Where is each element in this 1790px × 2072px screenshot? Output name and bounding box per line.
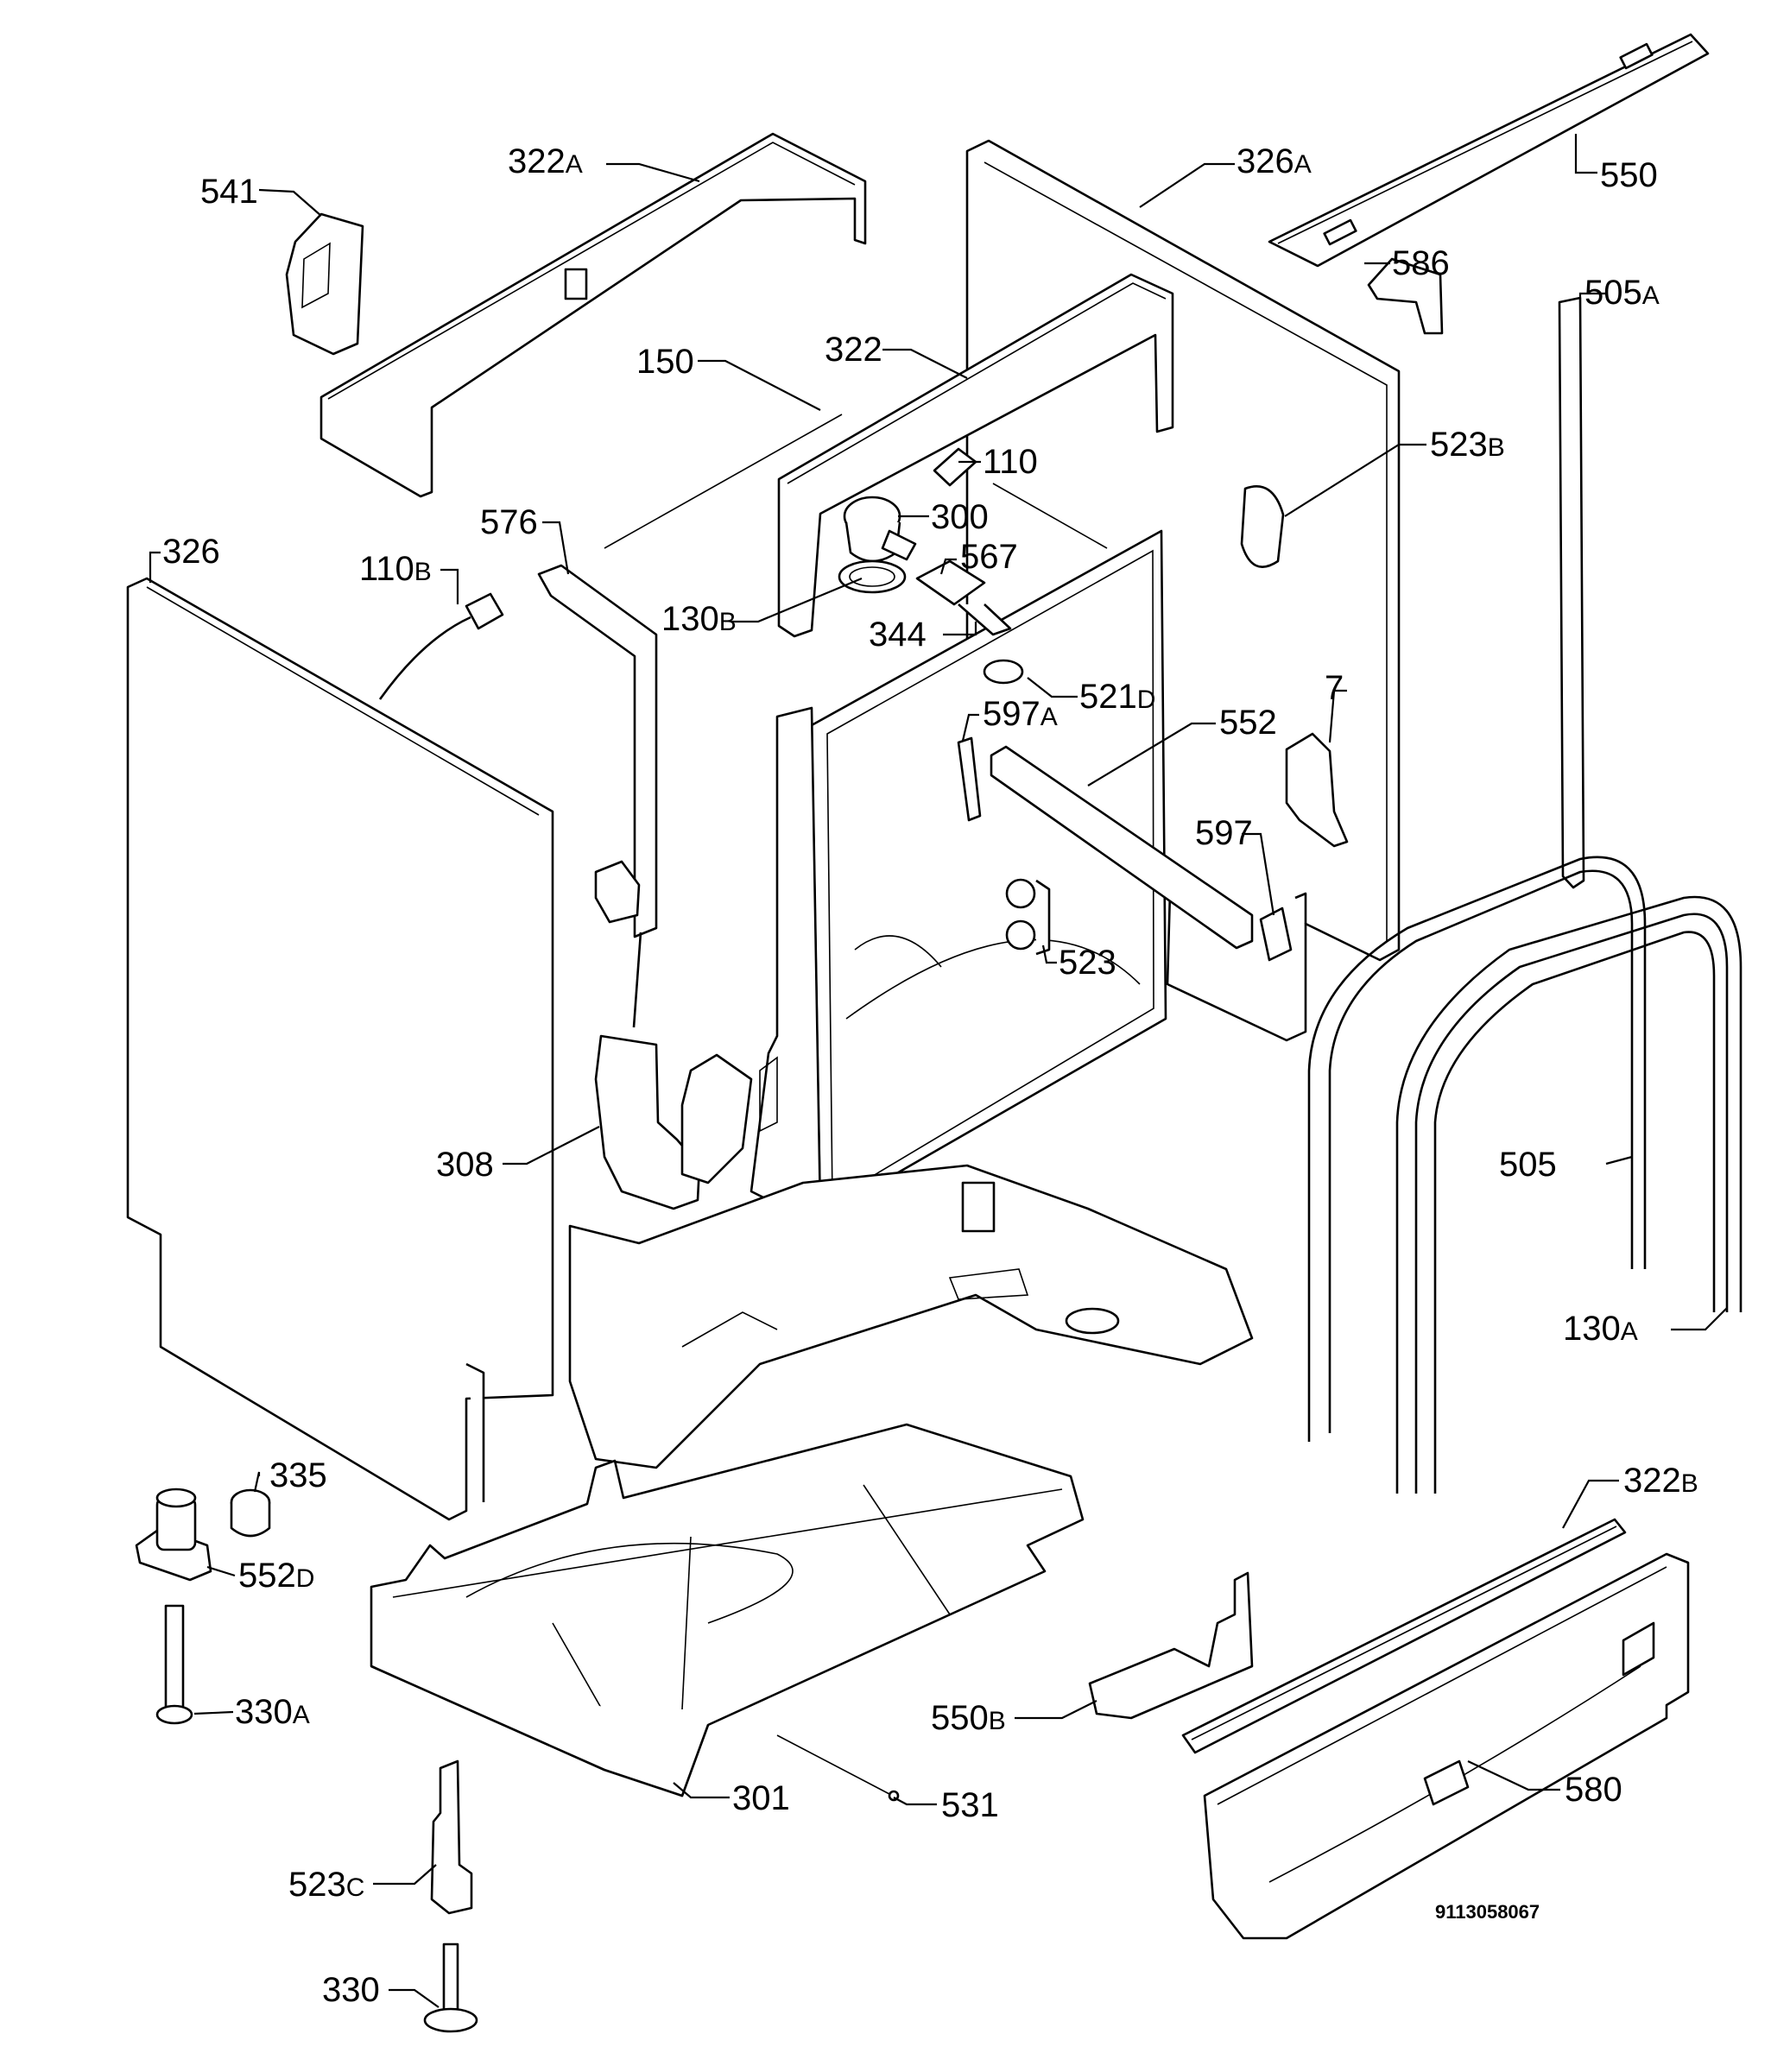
- part-300-valve: [843, 496, 917, 563]
- part-tub: [750, 529, 1167, 1219]
- part-labels: 541 322A 326A 550 586 505A 150 322 110 5…: [162, 142, 1698, 2009]
- part-552-rail: [990, 745, 1254, 950]
- label-505a: 505A: [1584, 274, 1660, 312]
- label-130b: 130B: [661, 600, 737, 638]
- part-586-bracket: [1367, 257, 1444, 335]
- part-308-hinge: [594, 932, 753, 1210]
- part-drawings: [126, 33, 1743, 2033]
- part-552d-motor: [135, 1488, 212, 1582]
- part-130b-ring: [838, 559, 907, 594]
- part-550b-bracket: [1088, 1571, 1254, 1720]
- part-597-clip: [1259, 906, 1293, 962]
- label-552: 552: [1219, 704, 1277, 742]
- part-597a-clip: [957, 736, 982, 822]
- part-130a-seal-loop: [1395, 895, 1743, 1494]
- label-580: 580: [1565, 1771, 1622, 1809]
- part-580-plinth: [1203, 1552, 1690, 1940]
- label-7: 7: [1325, 669, 1344, 707]
- part-326-side-panel: [126, 577, 554, 1521]
- label-322b: 322B: [1623, 1462, 1698, 1500]
- label-150: 150: [636, 343, 694, 381]
- label-300: 300: [931, 498, 989, 536]
- label-531: 531: [941, 1786, 999, 1824]
- label-576: 576: [480, 503, 538, 541]
- part-301-base-tray: [370, 1423, 1085, 1797]
- part-567-bracket: [915, 559, 1012, 636]
- label-110: 110: [983, 443, 1038, 481]
- label-505: 505: [1499, 1146, 1557, 1184]
- part-576-rail: [537, 564, 658, 938]
- part-322a-top-frame: [319, 132, 867, 498]
- label-550: 550: [1600, 156, 1658, 194]
- label-344: 344: [869, 616, 927, 654]
- label-330a: 330A: [235, 1693, 310, 1731]
- label-301: 301: [732, 1779, 790, 1817]
- label-523b: 523B: [1430, 426, 1505, 464]
- part-335-gear: [230, 1488, 271, 1538]
- part-550-top-rail: [1268, 33, 1710, 268]
- label-322: 322: [825, 331, 882, 369]
- label-326: 326: [162, 533, 220, 571]
- part-330-screw: [423, 1942, 478, 2033]
- part-531-rod: [776, 1734, 900, 1802]
- leader-lines: [149, 134, 1728, 2008]
- part-523-rollers: [1005, 878, 1051, 956]
- label-521d: 521D: [1079, 678, 1155, 716]
- part-523c-pin: [430, 1759, 473, 1915]
- part-7-clip: [1285, 732, 1349, 848]
- label-322a: 322A: [508, 142, 583, 180]
- part-505-seal-loop: [1307, 856, 1647, 1442]
- label-326a: 326A: [1237, 142, 1312, 180]
- label-550b: 550B: [931, 1699, 1006, 1737]
- part-110b-hose: [378, 592, 504, 700]
- label-541: 541: [200, 173, 258, 211]
- drawing-number: 9113058067: [1435, 1901, 1540, 1923]
- part-541-clip: [285, 212, 364, 356]
- label-597: 597: [1195, 814, 1253, 852]
- label-597a: 597A: [983, 695, 1058, 733]
- label-552d: 552D: [238, 1557, 314, 1595]
- part-base-frame: [568, 1164, 1254, 1469]
- part-521d-seal: [983, 659, 1024, 685]
- label-523c: 523C: [288, 1866, 364, 1904]
- part-150-panel: [604, 414, 1108, 549]
- label-308: 308: [436, 1146, 494, 1184]
- part-322-frame: [777, 273, 1174, 638]
- part-505a-seal: [1558, 296, 1585, 889]
- label-567: 567: [960, 538, 1018, 576]
- label-523: 523: [1059, 944, 1116, 982]
- label-586: 586: [1392, 244, 1450, 282]
- part-322b-rail: [1181, 1518, 1627, 1754]
- label-330: 330: [322, 1971, 380, 2009]
- part-330a-screw: [155, 1604, 193, 1725]
- label-335: 335: [269, 1456, 327, 1494]
- label-110b: 110B: [359, 550, 432, 588]
- label-130a: 130A: [1563, 1310, 1638, 1348]
